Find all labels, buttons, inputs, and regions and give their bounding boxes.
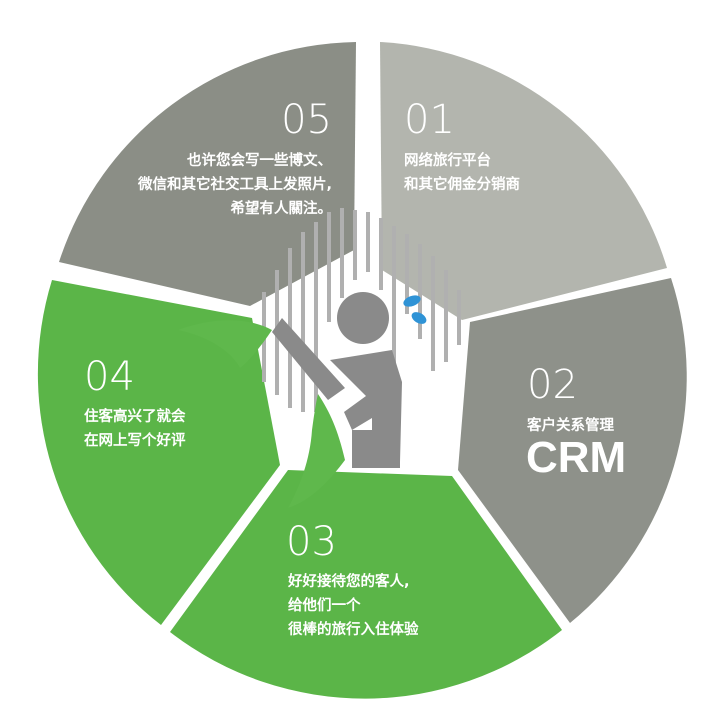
segment-05-line-3: 希望有人關注。 xyxy=(231,199,333,217)
segment-02-line-1: 客户关系管理 xyxy=(526,416,614,434)
segment-01-line-1: 网络旅行平台 xyxy=(404,151,491,169)
segment-05-number: 05 xyxy=(281,97,332,143)
segment-04-number: 04 xyxy=(84,354,135,400)
segment-04-line-1: 住客高兴了就会 xyxy=(84,407,186,425)
segment-03-line-2: 给他们一个 xyxy=(288,596,361,614)
tear-flap-left xyxy=(178,320,272,368)
segment-02-emphasis: CRM xyxy=(526,433,626,482)
segment-03 xyxy=(170,470,562,699)
tear-flap-center xyxy=(288,394,345,508)
segment-04 xyxy=(37,280,280,625)
segment-01 xyxy=(380,42,667,320)
segment-01-line-2: 和其它佣金分销商 xyxy=(404,175,520,193)
person-figure xyxy=(272,292,402,468)
segment-03-line-1: 好好接待您的客人, xyxy=(287,572,410,590)
segment-05 xyxy=(59,42,356,306)
segment-03-number: 03 xyxy=(286,519,337,565)
segment-04-line-2: 在网上写个好评 xyxy=(84,431,186,449)
segment-05-line-1: 也许您会写一些博文、 xyxy=(187,151,332,169)
segment-02-number: 02 xyxy=(527,362,578,408)
sweat-drops-icon xyxy=(403,295,427,324)
segment-03-line-3: 很棒的旅行入住体验 xyxy=(287,620,419,638)
segment-05-line-2: 微信和其它社交工具上发照片, xyxy=(137,175,332,193)
segment-02 xyxy=(458,278,687,623)
segment-01-number: 01 xyxy=(404,97,455,143)
